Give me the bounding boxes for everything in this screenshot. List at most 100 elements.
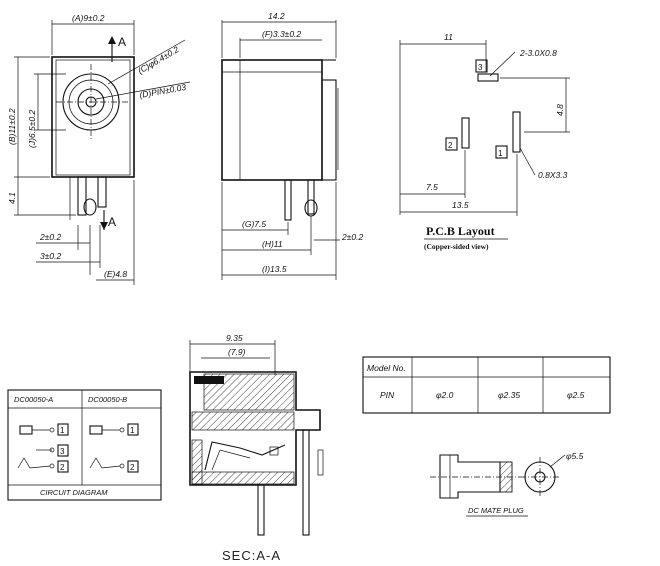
section-label: SEC:A-A <box>222 548 281 563</box>
table-cell-pin: PIN <box>380 390 395 400</box>
leader-slot2 <box>519 147 536 176</box>
section-top-cap <box>194 376 224 384</box>
section-spring <box>204 441 286 471</box>
dim-j-label: (J)6.5±0.2 <box>27 110 37 148</box>
circuit-a-plug <box>19 425 33 435</box>
table-frame <box>362 356 611 414</box>
side-pin-1 <box>284 179 292 221</box>
dc-mate-plug: φ5.5 DC MATE PLUG <box>430 451 584 517</box>
pin-box-2 <box>445 137 458 151</box>
circuit-b-node <box>119 427 125 433</box>
section-hatch-bottom <box>191 471 295 485</box>
section-hatch-mid <box>191 411 295 431</box>
circuit-frame <box>7 389 162 501</box>
dim-41-label: 4.1 <box>7 192 17 204</box>
circuit-b-node-2 <box>119 463 125 469</box>
pin-box-1 <box>495 145 508 159</box>
circuit-a-box-2 <box>57 460 69 473</box>
pin-box-3 <box>475 59 488 73</box>
section-spring-inner <box>211 449 251 471</box>
dim-2-label: 2±0.2 <box>39 232 61 242</box>
leader-plug <box>549 454 566 468</box>
dim-a-label: (A)9±0.2 <box>72 13 105 23</box>
section-arrow-bottom <box>100 222 108 230</box>
plug-dim-label: φ5.5 <box>566 451 584 461</box>
section-view: 9.35 (7.9) SEC:A-A <box>189 333 324 563</box>
dim-48-label: 4.8 <box>555 104 565 116</box>
circuit-a-box-1 <box>57 423 69 436</box>
circuit-b-pin-2: 2 <box>130 463 135 472</box>
pin-label-1: 1 <box>498 149 503 158</box>
dim-f-label: (F)3.3±0.2 <box>262 29 301 39</box>
pcb-slot-1 <box>512 111 521 153</box>
section-marker-bottom: A <box>108 215 116 229</box>
dim-135-label: 13.5 <box>452 200 469 210</box>
model-table: Model No. PIN φ2.0 φ2.35 φ2.5 <box>362 356 611 414</box>
dim-g-label: (G)7.5 <box>242 219 266 229</box>
circuit-diagram: DC00050-A DC00050-B CIRCUIT DIAGRAM 1 3 … <box>7 389 162 501</box>
dim-75-label: 7.5 <box>426 182 438 192</box>
dim-slot-label: 2-3.0X0.8 <box>519 48 557 58</box>
circuit-b-switch <box>89 457 121 469</box>
dim-142-label: 14.2 <box>268 11 285 21</box>
pcb-subtitle: (Copper-sided view) <box>424 242 489 251</box>
dim-e-label: (E)4.8 <box>104 269 127 279</box>
side-back <box>321 79 337 181</box>
table-header-model: Model No. <box>367 363 406 373</box>
section-marker-top: A <box>118 35 126 49</box>
circuit-b-box-2 <box>127 460 139 473</box>
circuit-a-node-3 <box>49 463 55 469</box>
circuit-a-pin-3: 3 <box>60 447 65 456</box>
table-cell-25: φ2.5 <box>567 390 585 400</box>
circuit-a-switch <box>17 457 51 469</box>
dim-935-label: 9.35 <box>226 333 243 343</box>
dim-c-label: (C)φ6.4±0.2 <box>136 44 181 76</box>
circuit-a-node-2 <box>49 447 55 453</box>
dim-11-label: 11 <box>444 32 453 42</box>
front-pin-left <box>77 176 87 216</box>
front-pin-right <box>97 176 107 208</box>
section-body <box>189 371 321 486</box>
leader-slot <box>489 51 516 77</box>
circuit-b-box-1 <box>127 423 139 436</box>
section-pin-3 <box>317 449 324 476</box>
pcb-title: P.C.B Layout <box>426 224 495 238</box>
dim-slot2-label: 0.8X3.3 <box>538 170 568 180</box>
side-body <box>221 59 323 181</box>
circuit-a-pin-1: 1 <box>60 426 65 435</box>
circuit-b-plug <box>89 425 103 435</box>
table-cell-235: φ2.35 <box>498 390 520 400</box>
circuit-a-box-3 <box>57 444 69 457</box>
circuit-a-pin-2: 2 <box>60 463 65 472</box>
section-arrow-top <box>108 36 116 44</box>
circuit-b-pin-1: 1 <box>130 426 135 435</box>
leader-c <box>107 39 186 85</box>
front-pin-tip <box>83 198 97 216</box>
dim-b-label: (B)11±0.2 <box>7 108 17 145</box>
section-pin-1 <box>257 484 265 536</box>
dim-79-label: (7.9) <box>228 347 246 357</box>
pin-label-2: 2 <box>448 141 453 150</box>
dim-h-label: (H)11 <box>262 239 283 249</box>
circuit-a-node <box>49 427 55 433</box>
front-body-outline <box>51 56 135 178</box>
dim-d-label: (D)PIN±0.03 <box>139 82 187 100</box>
dim-3-label: 3±0.2 <box>40 251 61 261</box>
section-contact <box>269 446 279 456</box>
circuit-caption: CIRCUIT DIAGRAM <box>40 488 108 497</box>
leader-d <box>95 81 191 100</box>
front-view: A A (A)9±0.2 (B)11±0.2 (J)6.5±0.2 4.1 (C… <box>7 13 191 285</box>
front-body-inner <box>55 59 131 176</box>
circuit-col2-label: DC00050-B <box>88 395 127 404</box>
plug-body <box>439 454 501 499</box>
pin-label-3: 3 <box>478 63 483 72</box>
circuit-col1-label: DC00050-A <box>14 395 53 404</box>
dim-2b-label: 2±0.2 <box>341 232 363 242</box>
plug-caption: DC MATE PLUG <box>468 506 524 515</box>
section-pin-2 <box>302 429 310 536</box>
dim-i-label: (I)13.5 <box>262 264 287 274</box>
pcb-layout: 11 3 2-3.0X0.8 2 1 0.8X3.3 4.8 7.5 13.5 … <box>399 32 570 251</box>
pcb-slot-2 <box>461 117 470 149</box>
